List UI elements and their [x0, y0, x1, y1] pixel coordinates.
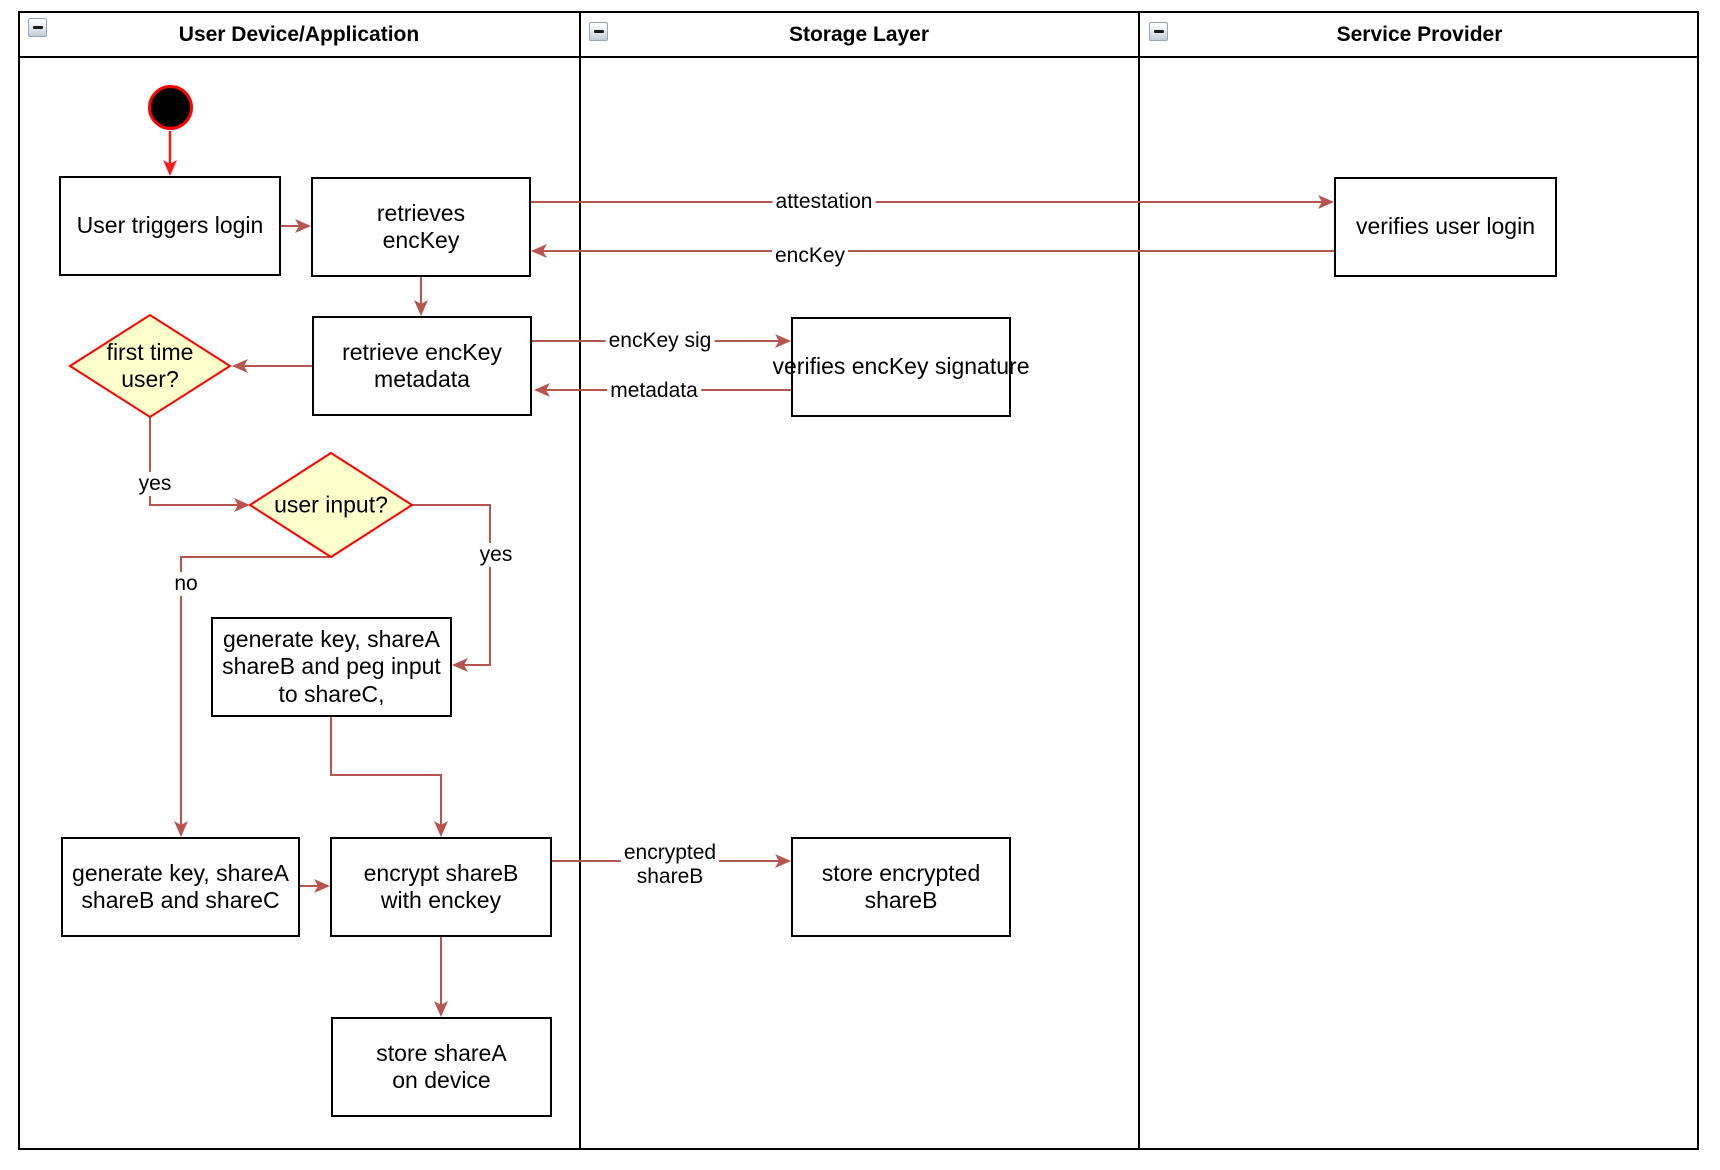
node-user-triggers-login[interactable]: User triggers login: [59, 176, 281, 276]
node-encrypt-shareb[interactable]: encrypt shareB with enckey: [330, 837, 552, 937]
node-label: encrypt shareB with enckey: [363, 859, 519, 913]
edge-label-attestation: attestation: [772, 189, 876, 215]
edge-label-metadata: metadata: [607, 378, 701, 404]
decision-first-time-user[interactable]: [68, 313, 232, 419]
node-label: verifies encKey signature: [772, 353, 1030, 380]
node-label: retrieve encKey metadata: [342, 338, 502, 392]
node-label: store shareA on device: [376, 1039, 507, 1093]
node-label: store encrypted shareB: [821, 859, 981, 913]
collapse-lane-button-user-device[interactable]: [28, 18, 47, 37]
start-node[interactable]: [148, 85, 193, 130]
edge-peg-to-encrypt: [330, 716, 448, 837]
lane-header-service-provider: Service Provider: [1140, 13, 1699, 56]
node-label: retrieves encKey: [376, 199, 466, 253]
node-verifies-enckey-signature[interactable]: verifies encKey signature: [773, 317, 1029, 417]
lane-header-user-device: User Device/Application: [18, 13, 580, 56]
minus-icon: [1153, 30, 1164, 33]
lane-title-label: User Device/Application: [178, 22, 420, 46]
node-label: verifies user login: [1356, 213, 1535, 240]
edge-label-user-input-yes: yes: [476, 542, 516, 568]
edge-label-user-input-no: no: [171, 571, 201, 597]
node-retrieves-enckey[interactable]: retrieves encKey: [311, 177, 531, 277]
collapse-lane-button-service-provider[interactable]: [1149, 22, 1168, 41]
node-store-encrypted-shareb[interactable]: store encrypted shareB: [791, 837, 1011, 937]
edge-label-enckey-sig: encKey sig: [605, 328, 715, 354]
minus-icon: [593, 30, 604, 33]
edge-label-encrypted-shareb: encrypted shareB: [620, 840, 720, 890]
minus-icon: [32, 26, 43, 29]
node-label: User triggers login: [76, 212, 264, 239]
node-generate-key-peg-input[interactable]: generate key, shareA shareB and peg inpu…: [211, 617, 452, 717]
decision-label-user-input: user input?: [274, 491, 388, 518]
node-verifies-user-login[interactable]: verifies user login: [1334, 177, 1557, 277]
edge-first-time-yes: [149, 417, 250, 512]
lane-header-divider: [18, 56, 1699, 58]
lane-divider-1: [579, 11, 581, 1150]
node-label: generate key, shareA shareB and peg inpu…: [222, 626, 441, 707]
edge-label-first-time-yes: yes: [135, 471, 175, 497]
node-store-sharea[interactable]: store shareA on device: [331, 1017, 552, 1117]
node-retrieve-enckey-metadata[interactable]: retrieve encKey metadata: [312, 316, 532, 416]
lane-title-label: Storage Layer: [788, 22, 930, 46]
edge-user-input-yes: [412, 504, 491, 672]
node-generate-key-sharec[interactable]: generate key, shareA shareB and shareC: [61, 837, 300, 937]
node-label: generate key, shareA shareB and shareC: [72, 859, 289, 913]
collapse-lane-button-storage-layer[interactable]: [589, 22, 608, 41]
lane-divider-2: [1138, 11, 1140, 1150]
decision-user-input[interactable]: [248, 451, 414, 559]
lane-header-storage-layer: Storage Layer: [580, 13, 1138, 56]
edge-label-enckey: encKey: [771, 243, 849, 269]
lane-title-label: Service Provider: [1336, 22, 1503, 46]
decision-label-first-time-user: first time user?: [106, 338, 194, 392]
edge-user-input-no: [174, 556, 331, 837]
